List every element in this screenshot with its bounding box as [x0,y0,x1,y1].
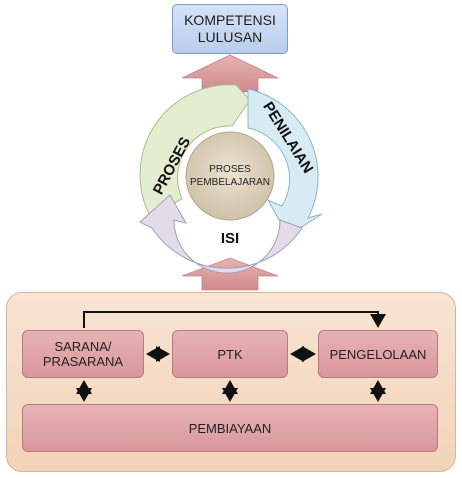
kompetensi-lulusan-box: KOMPETENSI LULUSAN [172,4,288,54]
isi-segment [139,194,303,274]
sarana-line2: PRASARANA [42,354,124,369]
isi-label: ISI [221,230,239,247]
sarana-prasarana-box: SARANA/ PRASARANA [22,330,144,378]
proses-pembelajaran-circle [185,131,275,221]
ptk-label: PTK [217,346,243,362]
penilaian-segment [247,88,323,237]
up-arrow-bottom [181,257,279,291]
pengelolaan-box: PENGELOLAAN [318,330,438,378]
pengelolaan-label: PENGELOLAAN [329,346,427,362]
proses-segment [139,84,251,217]
center-label-line2: PEMBELAJARAN [190,177,270,188]
top-bracket-connector [83,311,386,328]
pembiayaan-box: PEMBIAYAAN [22,404,438,452]
pembiayaan-label: PEMBIAYAAN [188,420,272,436]
up-arrow-top [181,54,279,93]
ptk-box: PTK [172,330,288,378]
center-label-line1: PROSES [209,164,251,175]
top-box-line2: LULUSAN [197,29,263,45]
sarana-line1: SARANA/ [54,339,112,354]
top-box-line1: KOMPETENSI [184,12,276,28]
